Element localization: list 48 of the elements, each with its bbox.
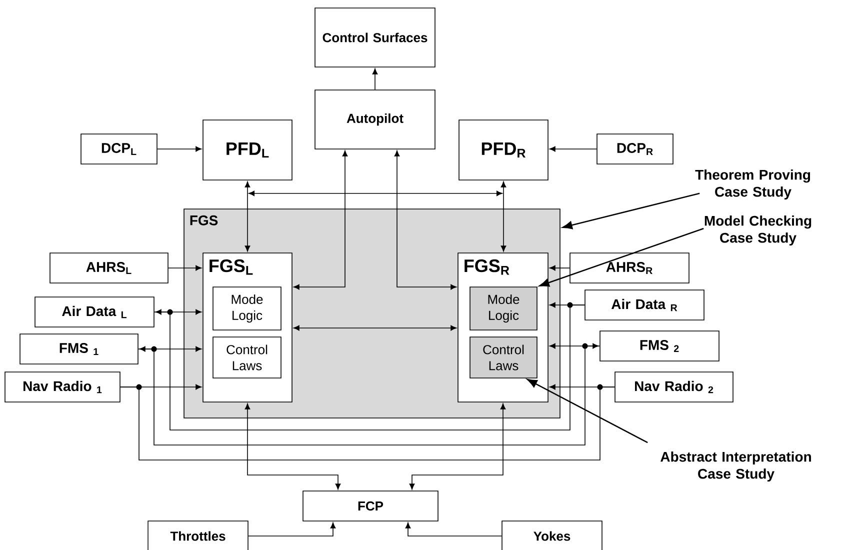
- arrow: [394, 150, 457, 290]
- system-box: Yokes: [502, 520, 602, 550]
- arrow: [155, 309, 202, 315]
- system-box: PFD$_{L}$: [202, 120, 292, 180]
- system-box: Autopilot: [314, 90, 436, 150]
- system-box: PFD$_{R}$: [458, 120, 548, 180]
- arrow: [372, 68, 378, 90]
- arrow: [139, 346, 202, 352]
- system-box: AHRS$_{L}$: [50, 252, 168, 284]
- annotation-text: Theorem Proving Case Study: [695, 169, 810, 200]
- system-box: FMS $_{2}$: [600, 330, 720, 362]
- system-box: FMS $_{1}$: [20, 334, 138, 364]
- arrow: [500, 181, 506, 252]
- system-box: Mode Logic: [212, 286, 282, 330]
- annotation-text: Abstract Interpretation Case Study: [660, 451, 811, 482]
- connector-line: [138, 343, 600, 446]
- arrow: [549, 146, 597, 152]
- arrow: [549, 265, 570, 271]
- arrow: [248, 190, 502, 196]
- leader-line: [562, 192, 700, 230]
- arrow: [293, 325, 457, 331]
- arrow: [405, 522, 502, 536]
- system-box: Nav Radio $_{1}$: [4, 372, 120, 402]
- annotation-text: Model Checking Case Study: [704, 215, 812, 246]
- system-box: Mode Logic: [470, 286, 538, 330]
- arrow: [409, 403, 506, 490]
- arrow: [157, 146, 202, 152]
- system-box: Throttles: [148, 520, 248, 550]
- arrow: [293, 150, 348, 290]
- connector-line: [154, 302, 585, 430]
- system-box: FCP: [302, 490, 438, 522]
- system-box: AHRS$_{R}$: [570, 252, 690, 284]
- system-box: Air Data $_{L}$: [34, 296, 154, 328]
- system-box: Control Laws: [212, 336, 282, 378]
- arrow: [168, 265, 202, 271]
- system-box: Control Surfaces: [314, 8, 436, 68]
- connector-line: [120, 384, 615, 460]
- system-box: Nav Radio $_{2}$: [614, 372, 734, 402]
- leader-line: [527, 379, 648, 444]
- arrow: [248, 522, 336, 536]
- arrow: [244, 181, 250, 252]
- system-box: Control Laws: [470, 336, 538, 378]
- system-box: Air Data $_{R}$: [584, 290, 704, 320]
- system-box: DCP$_{R}$: [596, 134, 674, 164]
- leader-line: [539, 228, 704, 287]
- system-box: DCP$_{L}$: [80, 134, 158, 164]
- arrow: [549, 343, 599, 349]
- arrow: [244, 403, 341, 490]
